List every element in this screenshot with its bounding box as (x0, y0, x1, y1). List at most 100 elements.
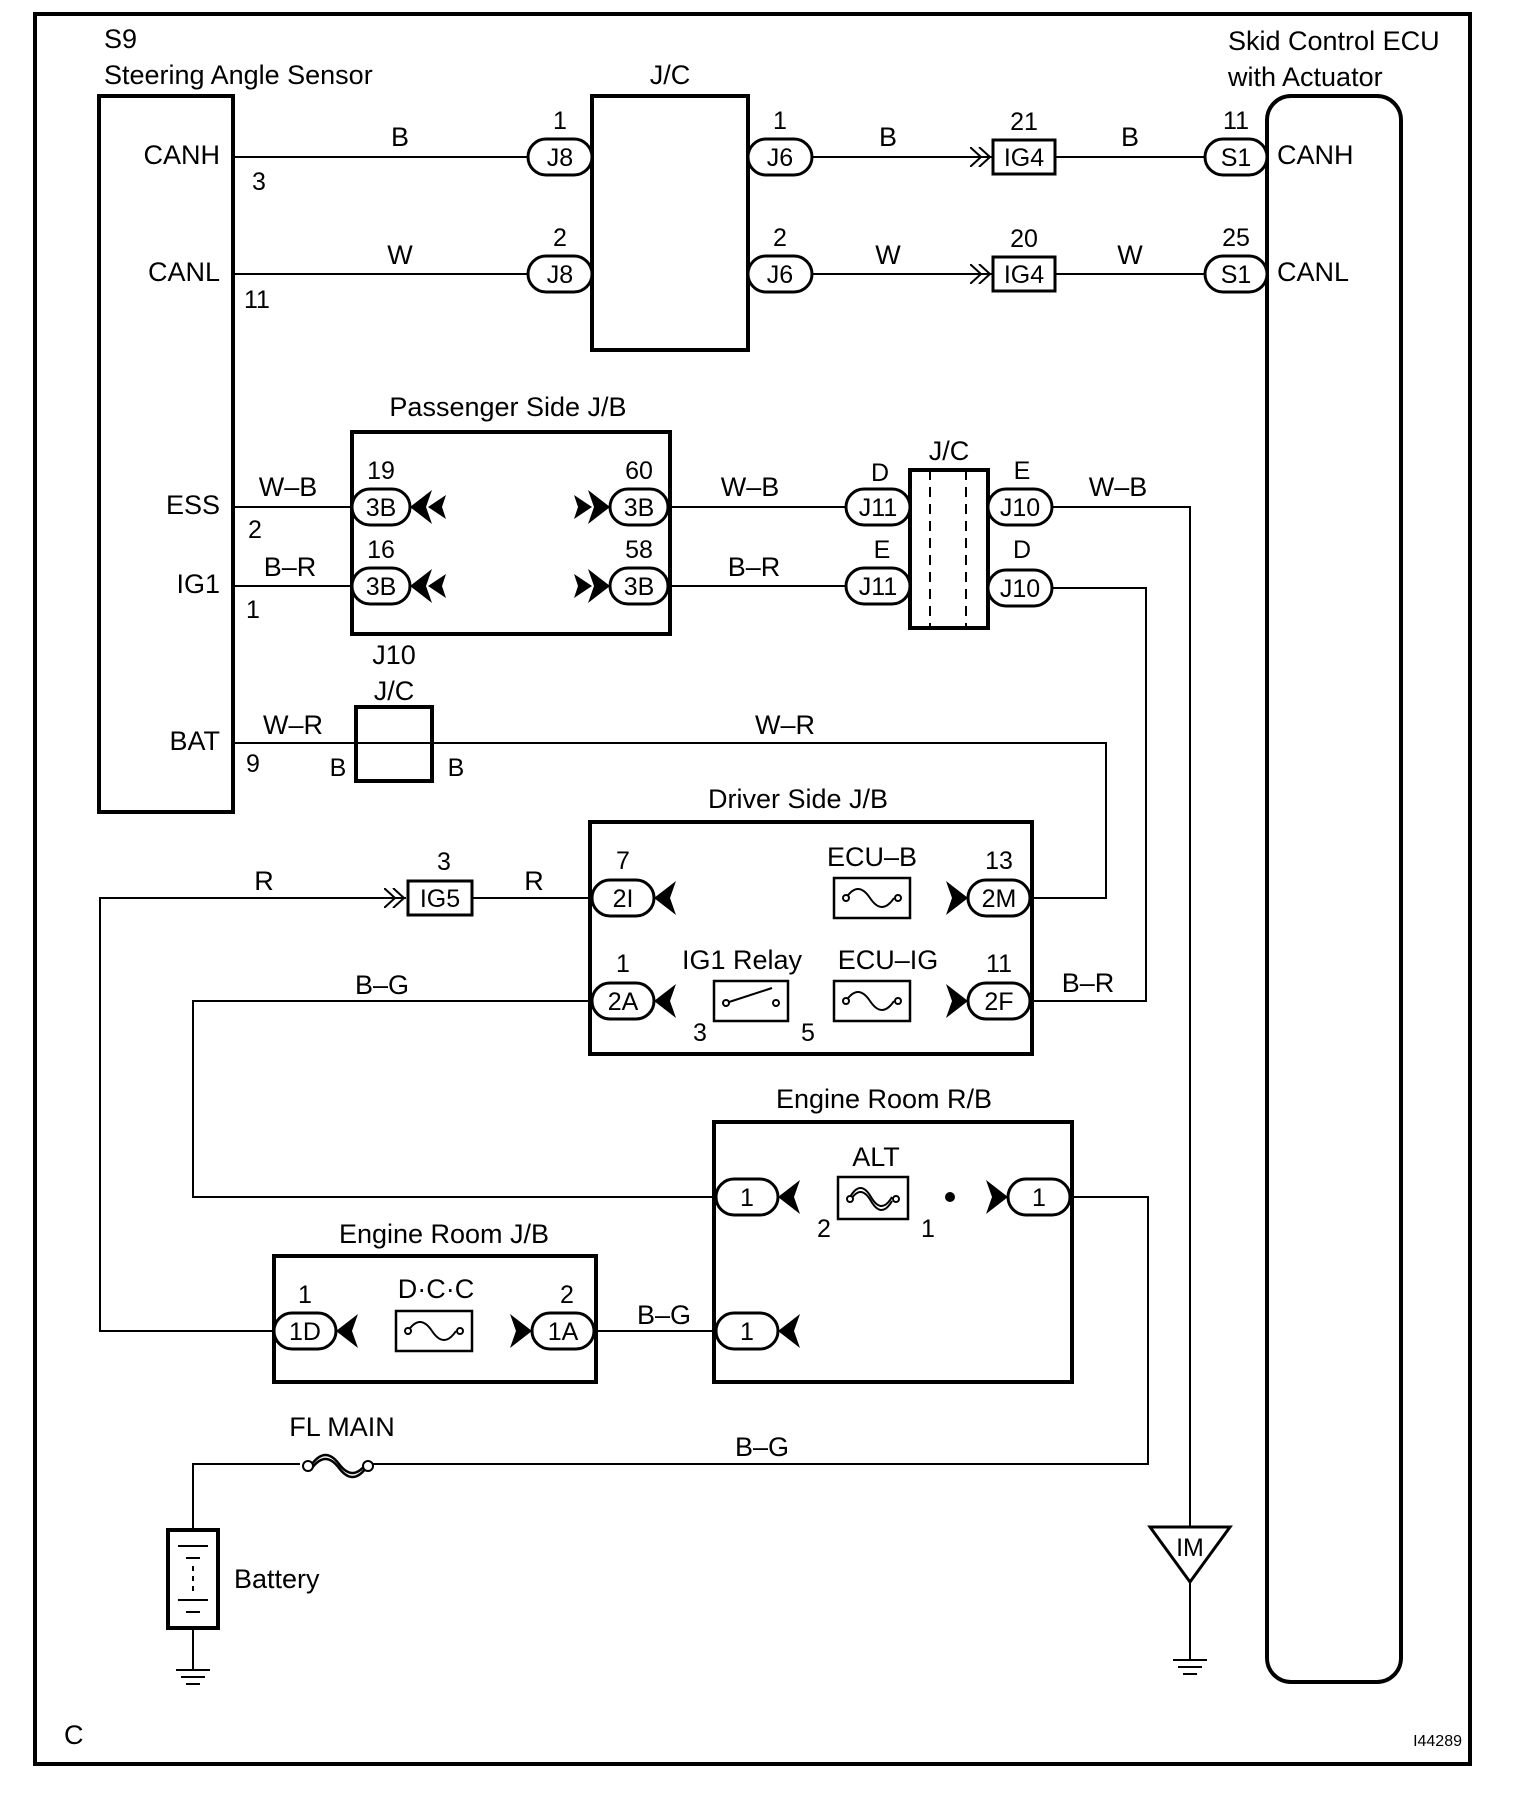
svg-text:1: 1 (773, 107, 787, 135)
page-id: C (64, 1720, 84, 1750)
svg-text:20: 20 (1010, 225, 1038, 253)
jc-top-label: J/C (650, 60, 691, 90)
svg-text:19: 19 (367, 457, 395, 485)
svg-text:J10: J10 (1000, 575, 1040, 603)
svg-text:J11: J11 (859, 494, 897, 522)
svg-text:B: B (1121, 122, 1139, 152)
ecu-box (1265, 94, 1403, 1684)
connector-j6-upper (746, 137, 814, 177)
svg-text:3: 3 (693, 1019, 707, 1047)
junction-connector-top: J/C J8 J8 J6 J6 1 2 1 2 (526, 60, 814, 352)
svg-text:IG4: IG4 (1004, 144, 1044, 172)
engine-jb-title: Engine Room J/B (339, 1219, 549, 1249)
svg-text:J6: J6 (767, 261, 793, 289)
connector-ig4: IG4 IG4 21 20 (991, 108, 1057, 293)
driver-jb-title: Driver Side J/B (708, 784, 888, 814)
svg-text:60: 60 (625, 457, 653, 485)
svg-text:B–G: B–G (735, 1432, 789, 1462)
ground-icon (1173, 1659, 1207, 1675)
svg-text:11: 11 (986, 950, 1012, 978)
svg-text:B–G: B–G (637, 1300, 691, 1330)
skid-control-ecu: Skid Control ECU with Actuator CANH CANL (1227, 26, 1440, 1684)
battery: Battery (166, 1528, 320, 1630)
ecu-title-line1: Skid Control ECU (1228, 26, 1440, 56)
engine-room-jb: Engine Room J/B 1D 1A 1 2 D·C·C (272, 1219, 598, 1384)
junction-connector-bat: J10 J/C B B (330, 640, 464, 783)
sensor-pin-canh: CANH (143, 140, 220, 170)
svg-text:IG4: IG4 (1004, 261, 1044, 289)
svg-text:1: 1 (740, 1184, 754, 1212)
svg-text:W–R: W–R (755, 710, 815, 740)
engine-room-rb: Engine Room R/B 1 1 1 ALT 2 1 (712, 1084, 1074, 1384)
sensor-pinno-ig1: 1 (246, 596, 260, 624)
im-ground-triangle: IM (1147, 1525, 1233, 1585)
svg-text:J10: J10 (1000, 494, 1040, 522)
svg-text:W: W (387, 240, 413, 270)
svg-text:1: 1 (616, 950, 630, 978)
svg-text:FL MAIN: FL MAIN (289, 1412, 395, 1442)
svg-text:S1: S1 (1221, 261, 1252, 289)
svg-text:IM: IM (1176, 1534, 1204, 1562)
svg-text:5: 5 (801, 1019, 815, 1047)
svg-text:13: 13 (985, 847, 1013, 875)
sensor-pinno-canl: 11 (244, 286, 270, 314)
svg-text:1: 1 (298, 1281, 312, 1309)
svg-text:3B: 3B (366, 494, 397, 522)
driver-side-jb: Driver Side J/B 2I 2A 2M 2F 7 1 13 11 EC… (588, 784, 1034, 1056)
svg-text:IG5: IG5 (420, 885, 460, 913)
fuse-alt (836, 1175, 910, 1221)
svg-text:R: R (254, 866, 274, 896)
svg-text:E: E (1014, 457, 1031, 485)
steering-angle-sensor: S9 Steering Angle Sensor CANH CANL ESS I… (97, 24, 373, 814)
junction-connector-mid: J/C J11 J11 J10 J10 D E E D (844, 436, 1054, 630)
svg-text:1D: 1D (289, 1318, 321, 1346)
wires (99, 157, 1205, 1670)
sensor-pin-ess: ESS (166, 490, 220, 520)
svg-text:1: 1 (1032, 1184, 1046, 1212)
svg-text:B–R: B–R (1062, 968, 1115, 998)
svg-text:W–B: W–B (1089, 472, 1148, 502)
svg-text:2: 2 (553, 224, 567, 252)
svg-text:58: 58 (625, 536, 653, 564)
svg-text:1A: 1A (548, 1318, 579, 1346)
svg-text:3B: 3B (624, 494, 655, 522)
sensor-pin-bat: BAT (169, 726, 220, 756)
ecu-pin-canh: CANH (1277, 140, 1354, 170)
fl-main-fuse: FL MAIN (289, 1412, 395, 1479)
svg-text:J/C: J/C (374, 676, 415, 706)
passenger-side-jb: Passenger Side J/B 3B 3B 3B 3B 19 16 60 … (350, 392, 672, 636)
sensor-pin-ig1: IG1 (176, 569, 220, 599)
sensor-pinno-canh: 3 (252, 168, 266, 196)
connector-ig5: IG5 3 (378, 848, 474, 917)
fuse-ecuig-label: ECU–IG (838, 945, 939, 975)
svg-text:1: 1 (740, 1318, 754, 1346)
svg-text:B: B (879, 122, 897, 152)
ecu-pin-canl: CANL (1277, 257, 1349, 287)
figure-code: I44289 (1413, 1733, 1462, 1750)
ground-icon (176, 1669, 210, 1685)
sensor-pinno-bat: 9 (246, 750, 260, 778)
wire-color-labels: B B B W W W W–B W–B W–B B–R B–R B–R W–R … (254, 122, 1147, 1462)
sensor-code: S9 (104, 24, 137, 54)
svg-text:J11: J11 (859, 573, 897, 601)
svg-text:B–R: B–R (728, 552, 781, 582)
svg-text:B–R: B–R (264, 552, 317, 582)
svg-text:B: B (330, 754, 347, 782)
sensor-name: Steering Angle Sensor (104, 60, 373, 90)
sensor-box (97, 94, 235, 814)
connector-j8-lower (526, 254, 594, 294)
svg-text:25: 25 (1222, 224, 1250, 252)
svg-text:J6: J6 (767, 144, 793, 172)
svg-text:1: 1 (553, 107, 567, 135)
svg-text:D: D (1013, 536, 1031, 564)
svg-text:11: 11 (1223, 107, 1249, 135)
svg-text:B–G: B–G (355, 970, 409, 1000)
svg-text:W–R: W–R (263, 710, 323, 740)
connector-s1: S1 S1 11 25 (1203, 107, 1269, 294)
svg-text:S1: S1 (1221, 144, 1252, 172)
svg-text:3B: 3B (366, 573, 397, 601)
svg-text:16: 16 (367, 536, 395, 564)
svg-text:W–B: W–B (259, 472, 318, 502)
svg-text:2: 2 (817, 1215, 831, 1243)
